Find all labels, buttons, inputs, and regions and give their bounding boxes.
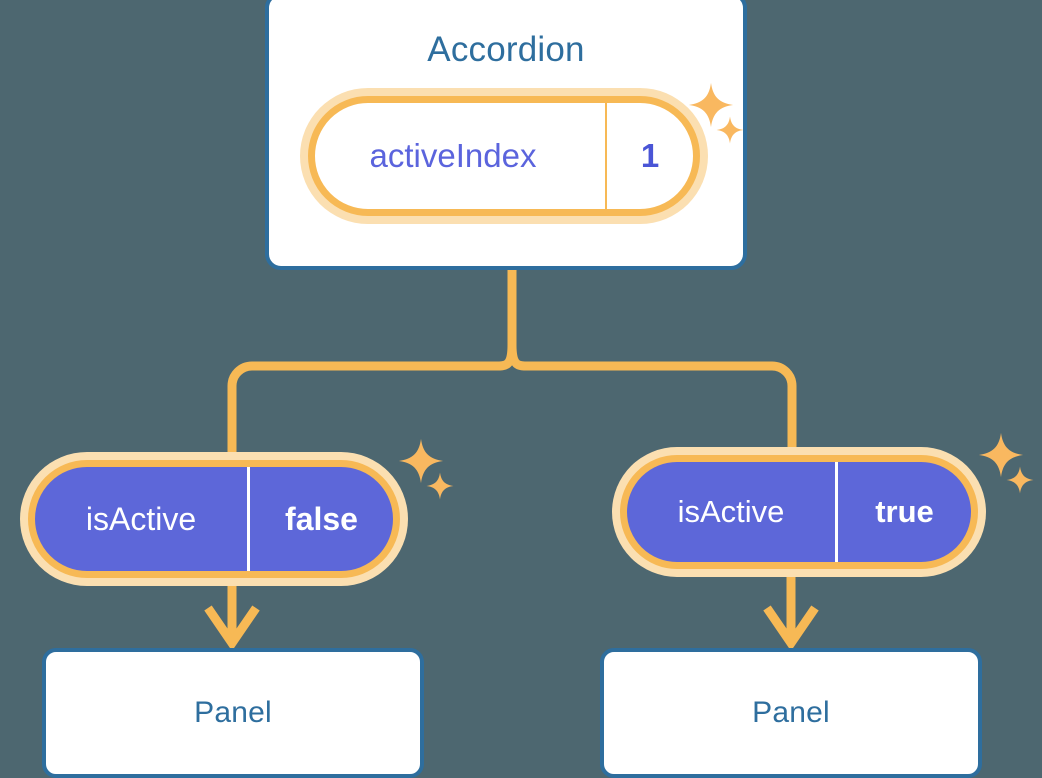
connector-fork-right <box>507 340 797 465</box>
component-card-panel-right[interactable]: Panel <box>600 648 982 778</box>
sparkle-icon <box>398 438 444 484</box>
sparkle-icon-small <box>1006 466 1034 494</box>
connector-fork <box>227 340 517 467</box>
state-pill-key: activeIndex <box>369 137 537 174</box>
prop-pill-key: isActive <box>677 494 785 529</box>
state-pill-value: 1 <box>605 103 693 209</box>
arrow-left <box>204 578 260 651</box>
state-pill-activeindex[interactable]: activeIndex 1 <box>308 96 700 216</box>
prop-pill-value: true <box>835 462 971 562</box>
arrow-right <box>763 570 819 651</box>
panel-title: Panel <box>194 696 272 729</box>
prop-pill-key: isActive <box>85 500 197 537</box>
panel-title: Panel <box>752 696 830 729</box>
sparkle-icon-small <box>716 116 744 144</box>
sparkle-icon <box>978 432 1024 478</box>
prop-pill-isactive-left[interactable]: isActive false <box>28 460 400 578</box>
prop-pill-isactive-right[interactable]: isActive true <box>620 455 978 569</box>
sparkle-icon <box>688 82 734 128</box>
prop-pill-value: false <box>247 467 393 571</box>
sparkle-icon-small <box>426 472 454 500</box>
component-card-panel-left[interactable]: Panel <box>42 648 424 778</box>
page-title: Accordion <box>427 30 585 69</box>
